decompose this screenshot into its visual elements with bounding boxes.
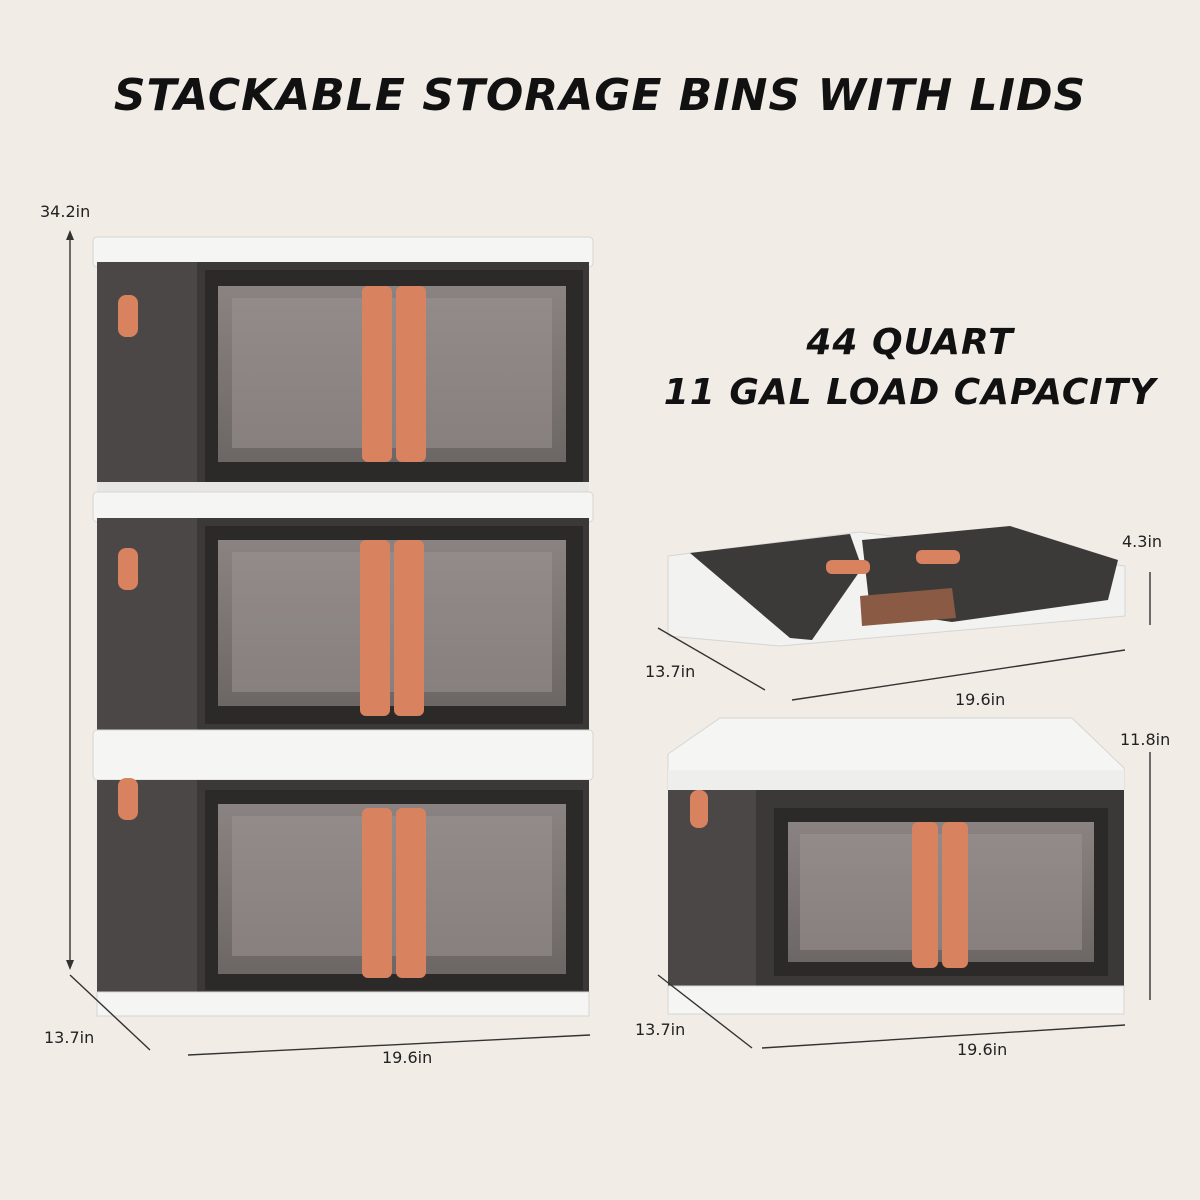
- single-depth-label: 13.7in: [635, 1020, 686, 1039]
- capacity-line-1: 44 QUART: [806, 322, 1014, 363]
- stack-depth-label: 13.7in: [44, 1028, 95, 1047]
- stack-bin-middle: [97, 518, 589, 730]
- stack-width-label: 19.6in: [382, 1048, 433, 1067]
- capacity-line-2: 11 GAL LOAD CAPACITY: [663, 372, 1157, 413]
- single-height-label: 11.8in: [1120, 730, 1171, 749]
- single-width-label: 19.6in: [957, 1040, 1008, 1059]
- stack-height-label: 34.2in: [40, 202, 91, 221]
- folded-bin: [657, 526, 1151, 701]
- page-title: STACKABLE STORAGE BINS WITH LIDS: [113, 70, 1087, 121]
- folded-depth-label: 13.7in: [645, 662, 696, 681]
- folded-width-label: 19.6in: [955, 690, 1006, 709]
- stack-bin-bottom: [96, 778, 590, 1017]
- stacked-bins: [66, 230, 594, 1056]
- folded-height-label: 4.3in: [1122, 532, 1163, 551]
- single-bin: [657, 717, 1151, 1049]
- stack-bin-top: [97, 262, 589, 492]
